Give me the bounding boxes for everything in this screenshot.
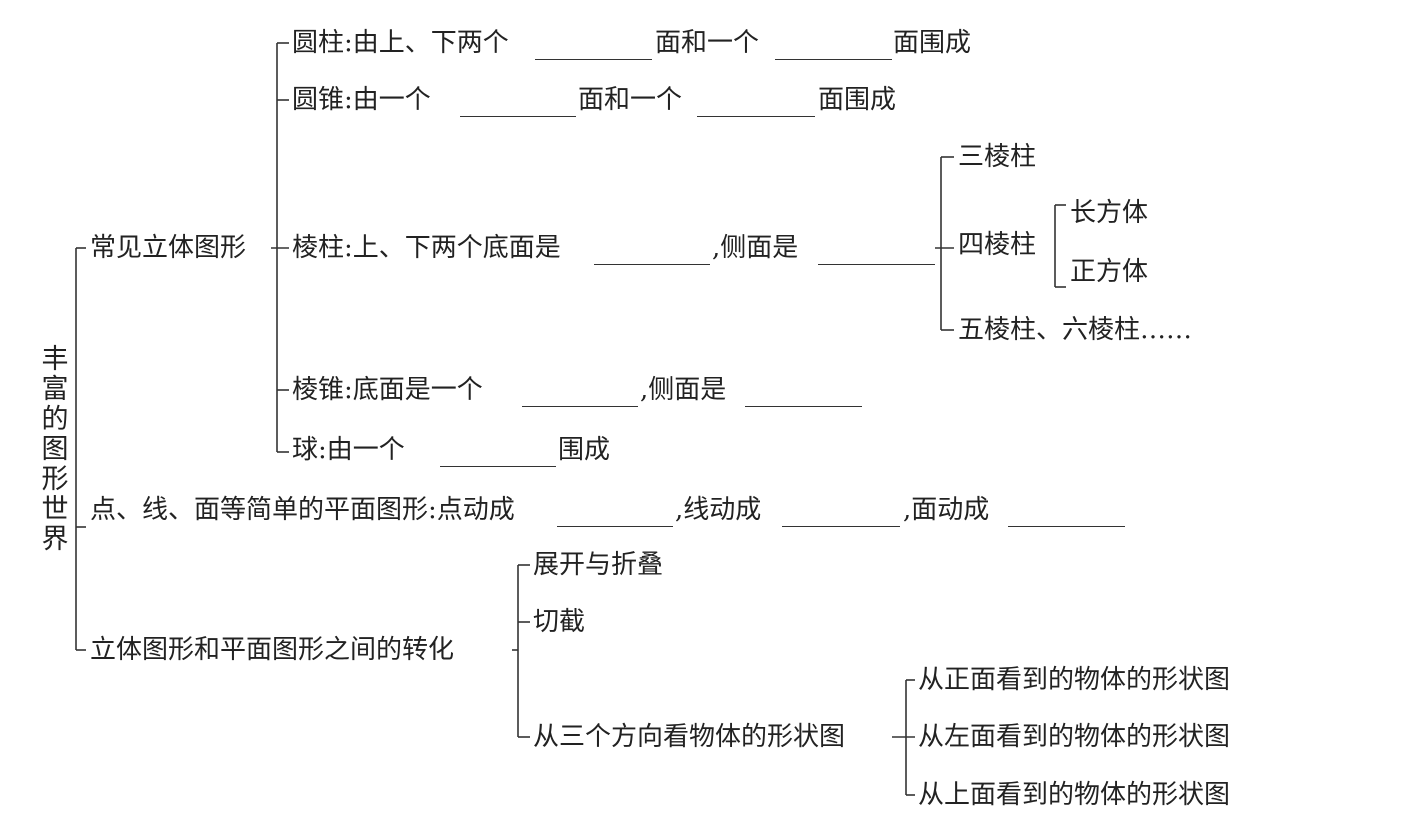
blank xyxy=(522,376,638,407)
transform-item: 展开与折叠 xyxy=(533,550,664,580)
cone-text: 面围成 xyxy=(818,85,897,115)
blank xyxy=(594,234,710,265)
root-title-char: 形 xyxy=(41,464,69,495)
cylinder-text: 面围成 xyxy=(893,28,972,58)
prism-kind: 正方体 xyxy=(1070,257,1149,287)
pyramid-text: ,侧面是 xyxy=(640,375,727,405)
sphere-text: 球:由一个 xyxy=(292,435,405,465)
plane-text: 点、线、面等简单的平面图形:点动成 xyxy=(90,495,515,525)
root-title-char: 丰 xyxy=(41,344,69,375)
view-item: 从上面看到的物体的形状图 xyxy=(918,780,1231,810)
blank xyxy=(535,29,652,60)
cylinder-text: 圆柱:由上、下两个 xyxy=(292,28,509,58)
blank xyxy=(440,436,556,467)
cone-text: 面和一个 xyxy=(578,85,683,115)
prism-kind: 三棱柱 xyxy=(958,142,1037,172)
pyramid-text: 棱锥:底面是一个 xyxy=(292,375,483,405)
prism-text: 棱柱:上、下两个底面是 xyxy=(292,233,561,263)
prism-kind: 长方体 xyxy=(1070,198,1149,228)
blank xyxy=(1008,496,1125,527)
view-item: 从正面看到的物体的形状图 xyxy=(918,665,1231,695)
blank xyxy=(697,86,815,117)
blank xyxy=(775,29,892,60)
prism-text: ,侧面是 xyxy=(712,233,799,263)
transform-label: 立体图形和平面图形之间的转化 xyxy=(90,635,455,665)
blank xyxy=(460,86,576,117)
plane-text: ,面动成 xyxy=(903,495,990,525)
prism-kind: 五棱柱、六棱柱…… xyxy=(958,315,1193,345)
blank xyxy=(745,376,862,407)
root-title-char: 富 xyxy=(41,374,69,405)
cone-text: 圆锥:由一个 xyxy=(292,85,431,115)
sphere-text: 围成 xyxy=(558,435,611,465)
view-item: 从左面看到的物体的形状图 xyxy=(918,722,1231,752)
root-title-char: 世 xyxy=(41,494,69,525)
prism-kind: 四棱柱 xyxy=(958,230,1037,260)
root-title-char: 的 xyxy=(41,404,69,435)
transform-item: 从三个方向看物体的形状图 xyxy=(533,722,846,752)
blank xyxy=(782,496,900,527)
plane-text: ,线动成 xyxy=(675,495,762,525)
blank xyxy=(557,496,673,527)
cylinder-text: 面和一个 xyxy=(655,28,760,58)
blank xyxy=(818,234,935,265)
root-title-char: 图 xyxy=(41,434,69,465)
transform-item: 切截 xyxy=(533,607,586,637)
root-title-char: 界 xyxy=(41,524,69,555)
solids-label: 常见立体图形 xyxy=(90,233,247,263)
